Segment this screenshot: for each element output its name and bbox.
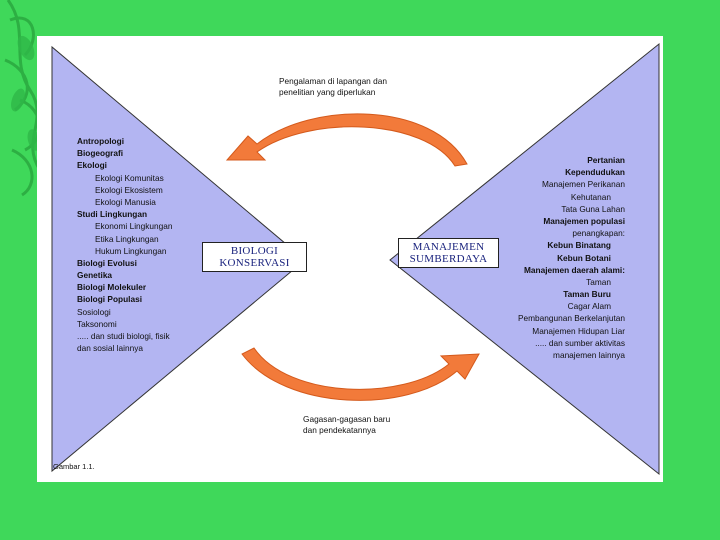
left-item: Biologi Evolusi xyxy=(77,257,137,268)
left-item: Ekonomi Lingkungan xyxy=(95,221,173,232)
conservation-biology-box: BIOLOGI KONSERVASI xyxy=(202,242,307,272)
top-arrow xyxy=(225,113,468,167)
right-triangle xyxy=(389,42,660,476)
bottom-annotation: Gagasan-gagasan baru dan pendekatannya xyxy=(303,414,390,436)
bottom-annotation-line-2: dan pendekatannya xyxy=(303,425,376,435)
left-item: Ekologi Manusia xyxy=(95,196,156,207)
bottom-arrow xyxy=(241,347,480,401)
left-item: Hukum Lingkungan xyxy=(95,245,167,256)
left-item: Studi Lingkungan xyxy=(77,209,148,220)
right-item: penangkapan: xyxy=(572,228,625,239)
right-item: Manajemen Hidupan Liar xyxy=(532,325,625,336)
right-item: Tata Guna Lahan xyxy=(561,203,625,214)
left-item: Taksonomi xyxy=(77,318,117,329)
right-item: Pertanian xyxy=(587,155,625,165)
left-item: Biologi Molekuler xyxy=(77,282,147,293)
right-item: Taman Buru xyxy=(563,289,611,300)
box-label: KONSERVASI xyxy=(219,257,290,269)
right-item: manajemen lainnya xyxy=(553,350,625,360)
resource-management-box: MANAJEMEN SUMBERDAYA xyxy=(398,238,499,268)
diagram-panel: Pengalaman di lapangan dan penelitian ya… xyxy=(37,36,663,482)
left-item: dan sosial lainnya xyxy=(77,343,143,354)
top-annotation-line-1: Pengalaman di lapangan dan xyxy=(279,76,387,86)
left-item: Sosiologi xyxy=(77,306,111,317)
top-annotation: Pengalaman di lapangan dan penelitian ya… xyxy=(279,76,387,98)
right-item: Kehutanan xyxy=(570,191,611,202)
right-item: Kependudukan xyxy=(565,167,625,178)
right-item: Manajemen populasi xyxy=(543,215,625,226)
left-item: Etika Lingkungan xyxy=(95,233,159,244)
diagram-graphic xyxy=(51,42,660,476)
left-item: Antropologi xyxy=(77,136,125,146)
right-item: ..... dan sumber aktivitas xyxy=(535,337,625,348)
right-item: Taman xyxy=(586,276,611,287)
left-item: Biogeografi xyxy=(77,148,124,159)
right-item: Kebun Botani xyxy=(557,252,611,263)
figure-caption: Gambar 1.1. xyxy=(53,462,95,471)
left-item: Genetika xyxy=(77,270,113,281)
right-item: Manajemen Perikanan xyxy=(541,179,625,190)
right-item: Cagar Alam xyxy=(567,301,611,312)
right-item: Manajemen daerah alami: xyxy=(524,264,625,275)
left-triangle xyxy=(51,45,306,473)
left-item: Ekologi xyxy=(77,160,107,171)
box-label: MANAJEMEN xyxy=(412,241,485,253)
left-item-list: Antropologi Biogeografi Ekologi Ekologi … xyxy=(77,135,173,354)
left-item: Biologi Populasi xyxy=(77,294,142,305)
right-item: Pembangunan Berkelanjutan xyxy=(517,313,625,324)
left-item: Ekologi Ekosistem xyxy=(95,184,163,195)
left-item: ..... dan studi biologi, fisik xyxy=(77,331,170,341)
left-item: Ekologi Komunitas xyxy=(95,172,164,183)
right-item-list: Pertanian Kependudukan Manajemen Perikan… xyxy=(518,154,625,361)
top-annotation-line-2: penelitian yang diperlukan xyxy=(279,87,376,97)
bottom-annotation-line-1: Gagasan-gagasan baru xyxy=(303,414,391,424)
box-label: SUMBERDAYA xyxy=(409,253,488,265)
box-label: BIOLOGI xyxy=(230,245,279,257)
right-item: Kebun Binatang xyxy=(547,240,611,251)
